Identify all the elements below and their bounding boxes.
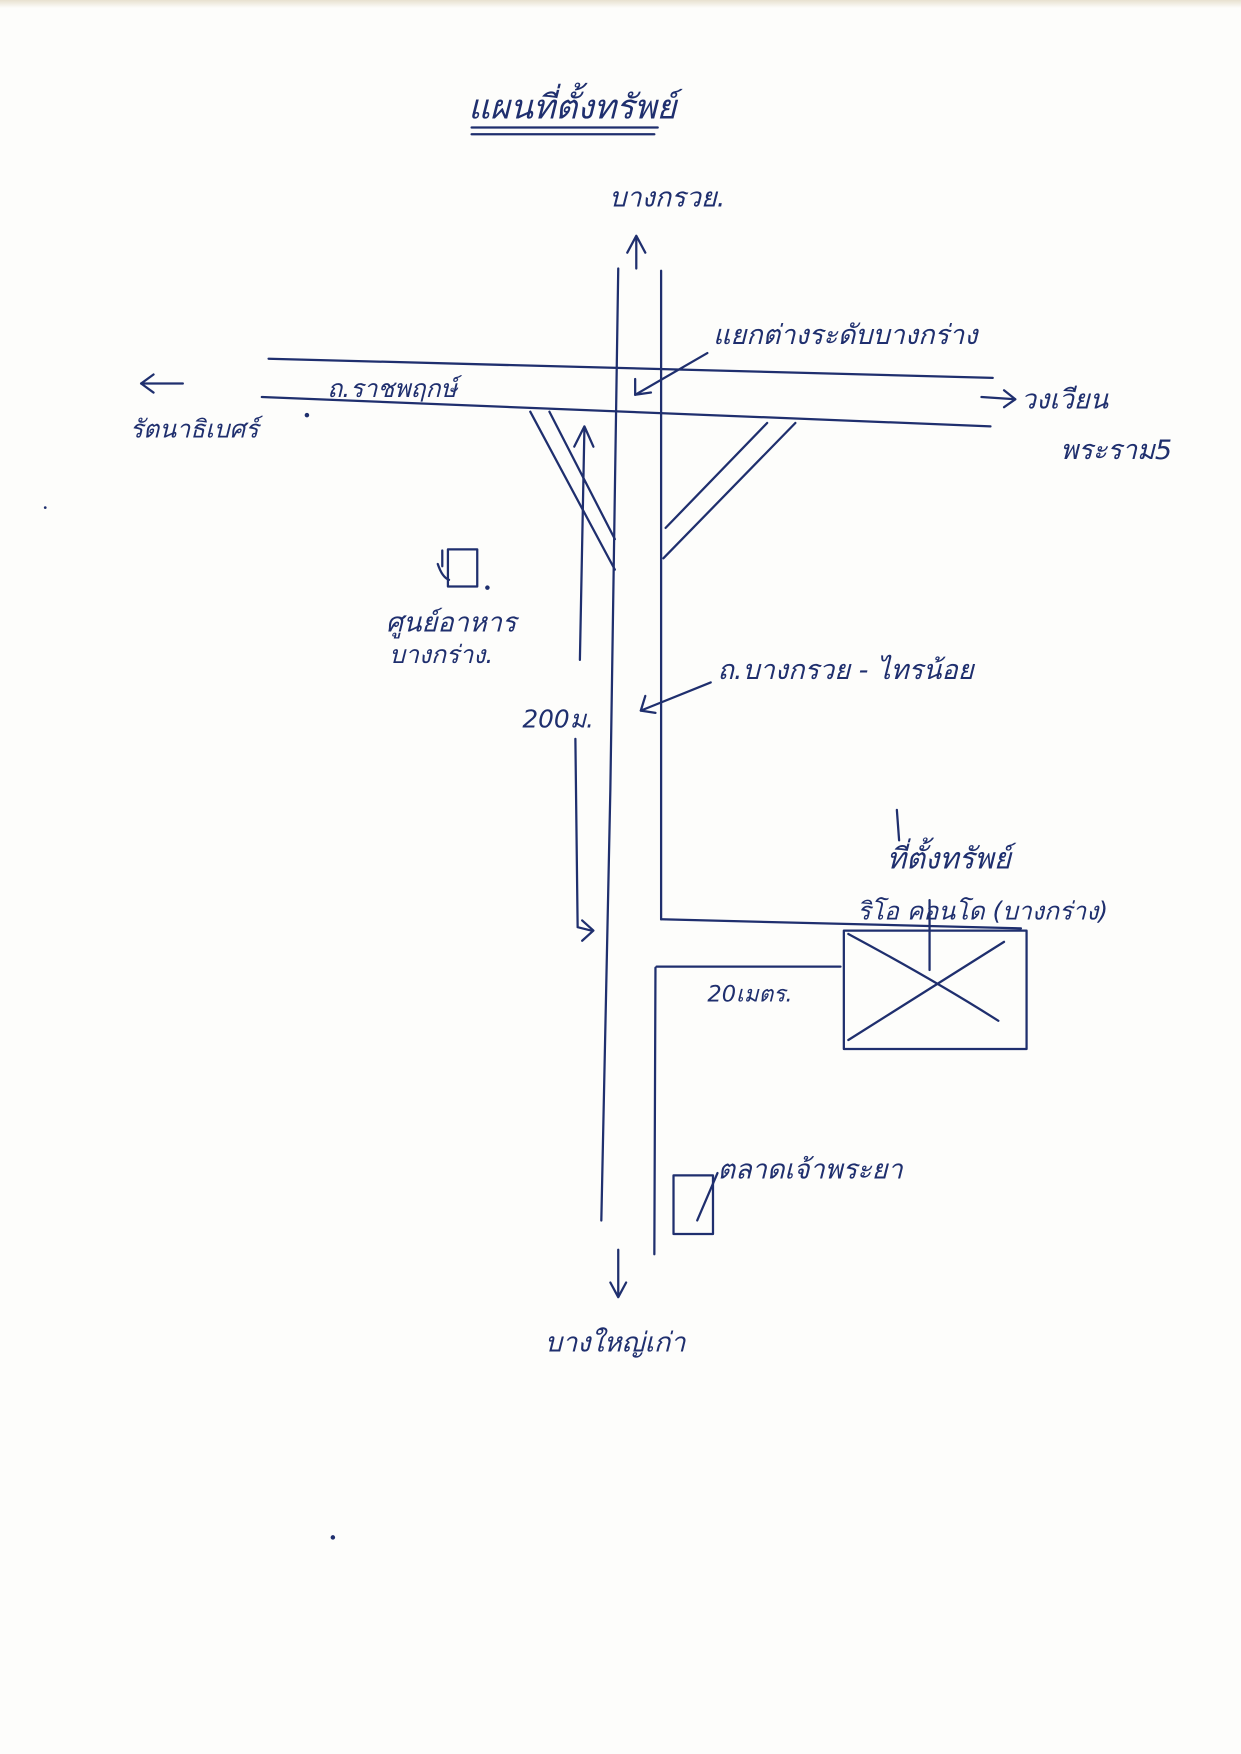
pen-dot [330, 1535, 336, 1540]
right-ramp [662, 421, 797, 560]
distance-main-label: 200ม. [522, 705, 594, 734]
interchange-pointer-icon [634, 351, 709, 396]
pen-dot [304, 412, 310, 418]
south-label: บางใหญ่เก่า [545, 1326, 686, 1358]
property-name-label: ริโอ คอนโด (บางกร่าง) [857, 896, 1108, 925]
main-road-vertical [600, 267, 663, 1256]
west-arrow-icon [139, 373, 184, 394]
east-label-line1: วงเวียน [1021, 384, 1110, 415]
landmark-label-line2: บางกร่าง. [389, 640, 493, 669]
distance-side-label: 20เมตร. [707, 982, 792, 1008]
bangkruai-sainoi-road-label: ถ.บางกรวย - ไทรน้อย [718, 654, 976, 686]
ratchaphruek-road [260, 357, 994, 428]
map-title: แผนที่ตั้งทรัพย์ [468, 82, 683, 126]
property-title-label: ที่ตั้งทรัพย์ [887, 837, 1017, 876]
north-label: บางกรวย. [609, 182, 725, 213]
road-pointer-icon [639, 681, 712, 715]
landmark-label-line1: ศูนย์อาหาร [386, 608, 520, 640]
property-box-icon [842, 898, 1028, 1051]
west-label: รัตนาธิเบศร์ [130, 415, 264, 444]
side-road [655, 918, 1023, 968]
interchange-label: แยกต่างระดับบางกร่าง [713, 320, 979, 351]
landmark-marker-icon [436, 548, 490, 590]
market-box-icon [672, 1171, 719, 1236]
north-arrow-icon [626, 234, 647, 270]
market-label: ตลาดเจ้าพระยา [718, 1155, 904, 1186]
up-measure-arrow-icon [573, 425, 595, 661]
east-arrow-icon [980, 389, 1017, 409]
property-label-mark [895, 808, 901, 842]
pen-dot [43, 506, 47, 509]
left-ramp [529, 410, 616, 571]
down-measure-arrow-icon [574, 737, 595, 942]
south-arrow-icon [609, 1248, 628, 1299]
ratchaphruek-road-label: ถ.ราชพฤกษ์ [327, 374, 462, 403]
east-label-line2: พระราม5 [1060, 435, 1172, 466]
paper-edge [0, 0, 1241, 8]
